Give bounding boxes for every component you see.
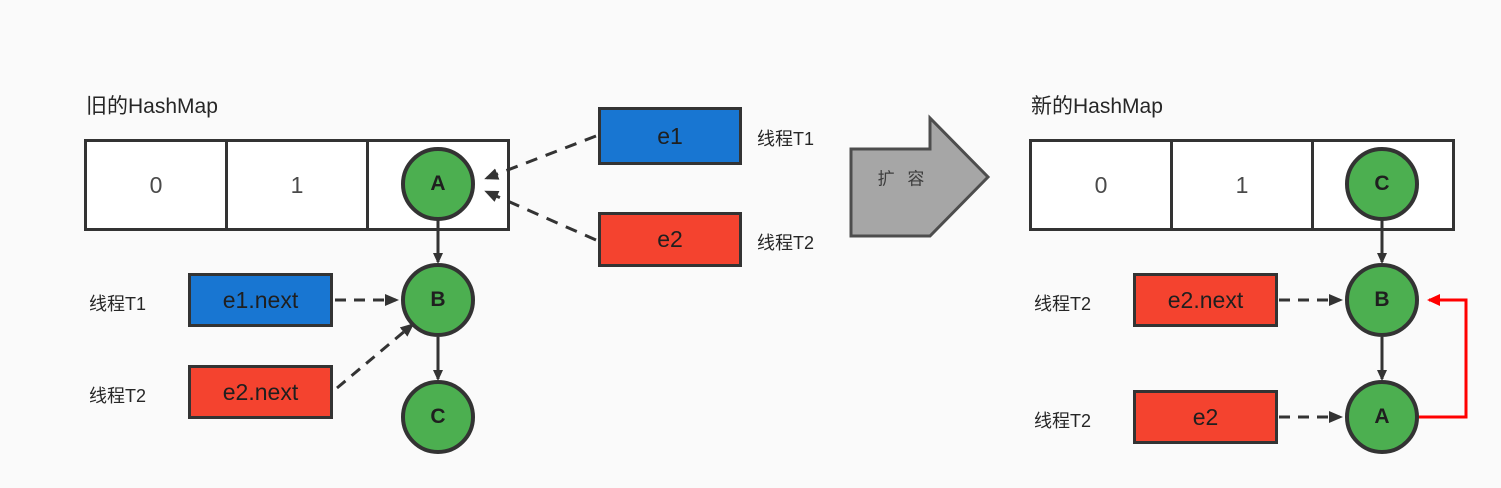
entry-box-e2-next: e2.next — [188, 365, 333, 419]
edge-e2next-to-B — [336, 323, 415, 390]
new-bucket-cell-1: 1 — [1173, 142, 1314, 228]
resize-arrow-label: 扩 容 — [877, 169, 929, 189]
thread-label-e2-new: 线程T2 — [1034, 411, 1092, 431]
node-circle-B — [401, 263, 475, 337]
entry-box-e1: e1 — [598, 107, 742, 165]
node-circle-A — [401, 147, 475, 221]
new-bucket-index-0: 0 — [1094, 171, 1108, 198]
thread-label-e1-next: 线程T1 — [89, 294, 147, 314]
entry-box-e1-next: e1.next — [188, 273, 333, 327]
old-bucket-index-1: 1 — [290, 171, 304, 198]
entry-box-e2-next-new: e2.next — [1133, 273, 1278, 327]
entry-label-e2: e2 — [657, 226, 683, 252]
new-bucket-cell-0: 0 — [1032, 142, 1173, 228]
old-hashmap-heading: 旧的HashMap — [86, 95, 218, 118]
edge-e1-to-A — [484, 134, 597, 180]
node-circle-C — [401, 380, 475, 454]
new-hashmap-heading: 新的HashMap — [1031, 95, 1163, 118]
thread-label-e2-next-new: 线程T2 — [1034, 294, 1092, 314]
new-bucket-index-1: 1 — [1235, 171, 1249, 198]
edge-e2-to-A — [484, 190, 597, 242]
entry-label-e1-next: e1.next — [222, 286, 299, 313]
thread-label-e2-next: 线程T2 — [89, 386, 147, 406]
thread-label-e1: 线程T1 — [757, 129, 815, 149]
resize-transition-arrow — [849, 114, 991, 238]
entry-label-e1: e1 — [657, 122, 683, 149]
entry-label-e2-next: e2.next — [222, 378, 299, 405]
thread-label-e2: 线程T2 — [757, 233, 815, 253]
entry-box-e2-new: e2 — [1133, 390, 1278, 444]
node-circle-B-new — [1345, 263, 1419, 337]
node-circle-A-new — [1345, 380, 1419, 454]
old-bucket-cell-0: 0 — [87, 142, 228, 228]
entry-label-e2-next-new: e2.next — [1167, 286, 1244, 313]
old-bucket-cell-1: 1 — [228, 142, 369, 228]
edge-A-to-B-cycle-red — [1417, 294, 1468, 419]
entry-label-e2-new: e2 — [1192, 403, 1219, 430]
node-circle-C-new — [1345, 147, 1419, 221]
entry-box-e2: e2 — [598, 212, 742, 267]
old-bucket-index-0: 0 — [149, 171, 163, 198]
